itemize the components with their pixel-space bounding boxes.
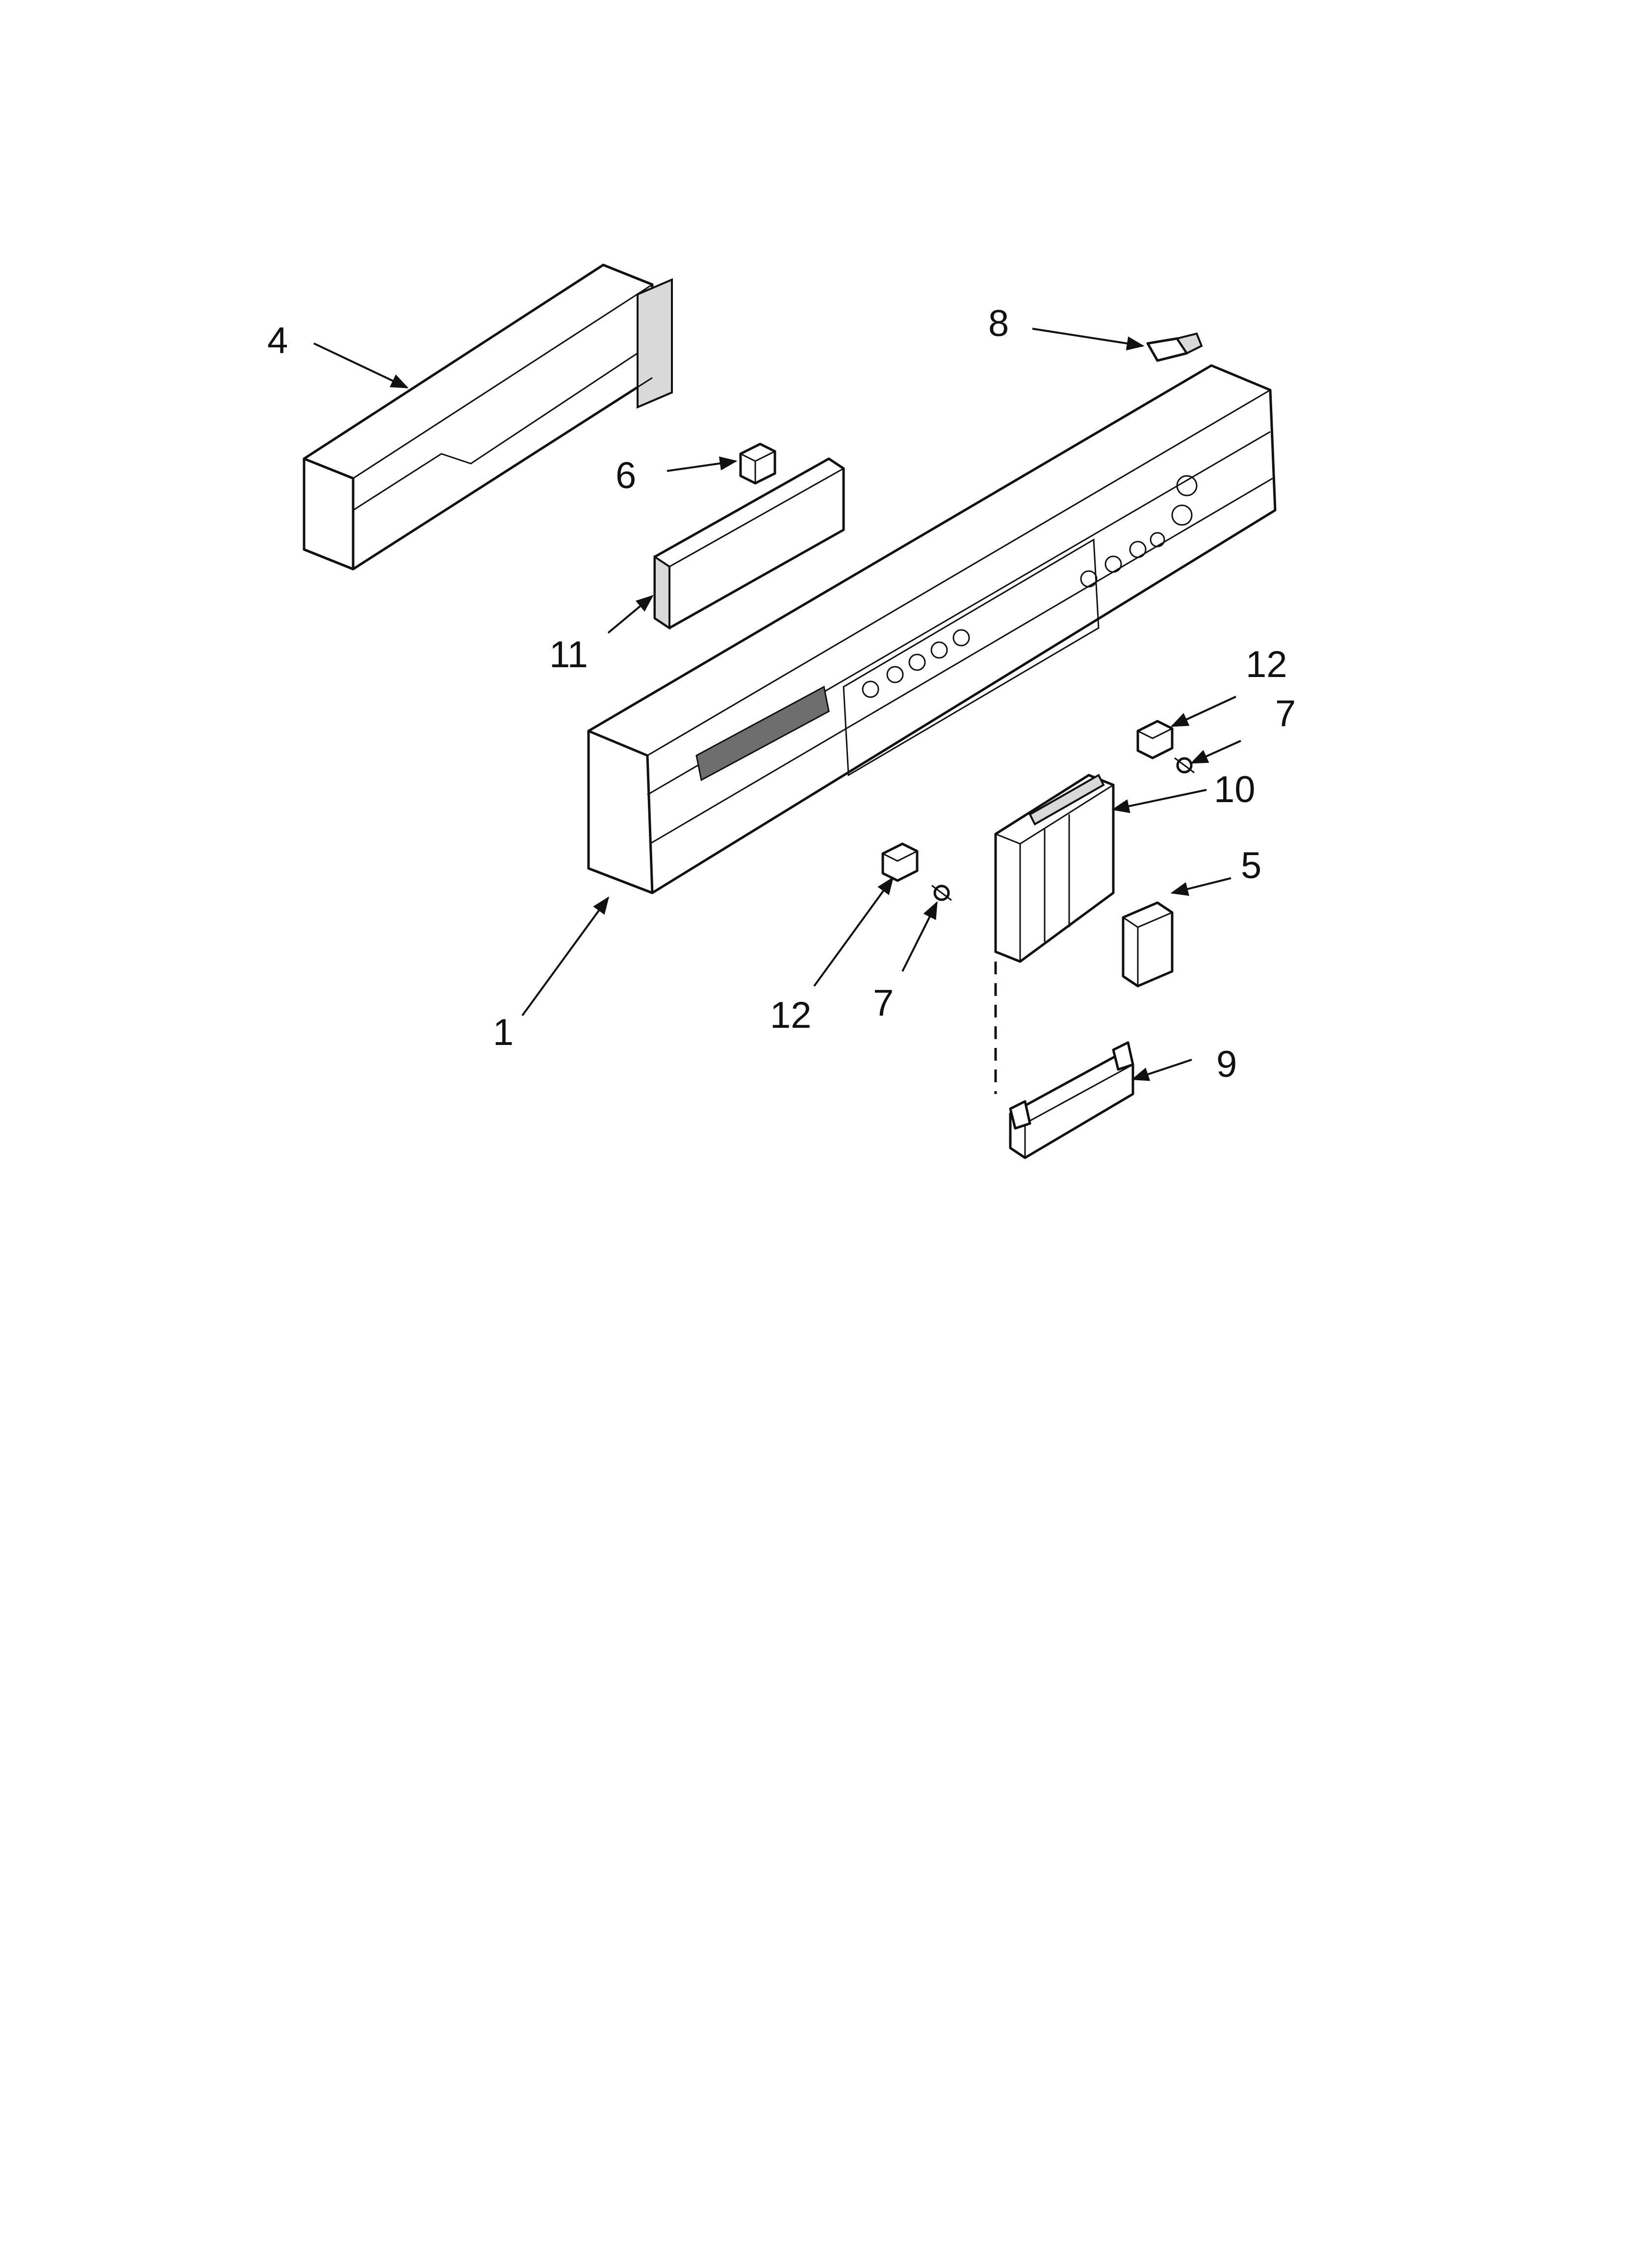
- callout-7-upper: 7: [1275, 693, 1296, 734]
- callout-4: 4: [267, 320, 288, 362]
- part-6-clip: [739, 443, 776, 485]
- part-12-clip-upper: [1136, 720, 1174, 759]
- callout-9: 9: [1216, 1043, 1237, 1085]
- callout-labels: 4 6 11 8 1 12 7 10 5 12 7 9: [267, 303, 1296, 1085]
- part-7-screw-upper: [1174, 757, 1195, 774]
- callout-5: 5: [1241, 845, 1261, 886]
- part-5-side-bracket: [1122, 901, 1174, 988]
- callout-12-upper: 12: [1246, 644, 1287, 685]
- part-12-clip-lower: [881, 842, 919, 882]
- leader-lines: [313, 328, 1241, 1081]
- part-10-bracket: [994, 774, 1115, 963]
- callout-7-lower: 7: [873, 982, 894, 1024]
- part-4-top-cover: [303, 263, 673, 571]
- part-8-screw: [1146, 332, 1203, 362]
- callout-1: 1: [493, 1012, 513, 1053]
- part-11-module: [653, 457, 845, 630]
- callout-8: 8: [988, 303, 1009, 344]
- callout-6: 6: [616, 455, 636, 496]
- callout-12-lower: 12: [770, 994, 812, 1036]
- callout-10: 10: [1214, 769, 1256, 810]
- part-7-screw-lower: [931, 885, 952, 901]
- part-1-console-panel: [587, 364, 1277, 894]
- part-9-lower-bracket: [1009, 1041, 1134, 1159]
- callout-11: 11: [549, 634, 588, 676]
